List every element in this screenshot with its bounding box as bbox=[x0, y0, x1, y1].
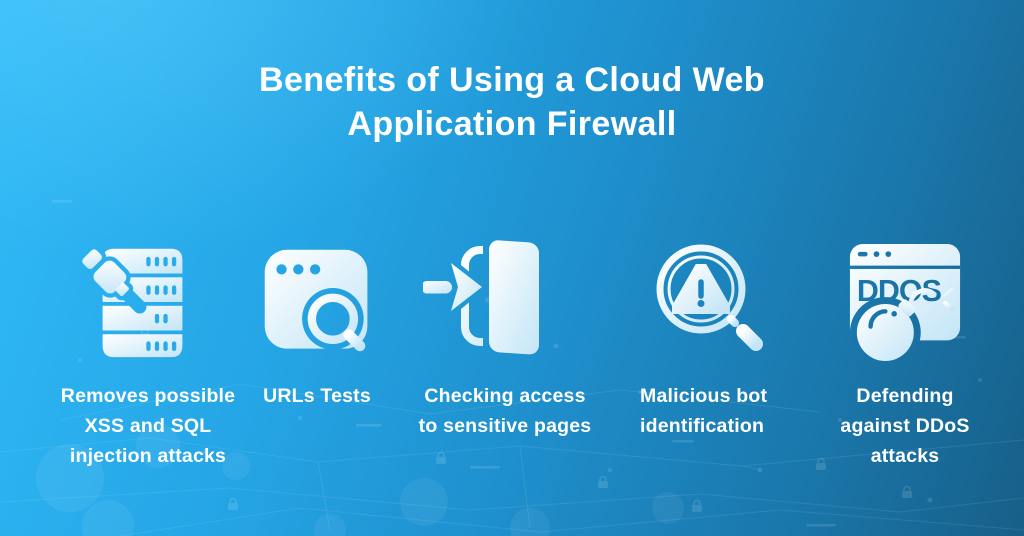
bot-warning-magnifier-icon bbox=[656, 244, 763, 351]
benefit-label: URLs Tests bbox=[244, 381, 390, 411]
benefit-label-line: attacks bbox=[870, 445, 940, 467]
page-title-line1: Benefits of Using a Cloud Web bbox=[259, 61, 765, 99]
magnifier-handle-shape bbox=[727, 315, 763, 351]
benefit-label: Checking access to sensitive pages bbox=[407, 381, 603, 441]
warning-triangle-shape bbox=[670, 261, 732, 317]
benefit-item-urls-tests: URLs Tests bbox=[244, 236, 390, 411]
benefit-item-xss-sql: Removes possible XSS and SQL injection a… bbox=[36, 236, 260, 471]
benefit-label-line: URLs Tests bbox=[263, 385, 371, 407]
benefit-label: Malicious bot identification bbox=[633, 381, 787, 441]
benefit-icon-box bbox=[244, 236, 390, 368]
benefit-label-line: identification bbox=[640, 415, 765, 437]
benefit-label: Removes possible XSS and SQL injection a… bbox=[36, 381, 260, 471]
url-search-browser-icon bbox=[264, 249, 368, 352]
benefit-icon-box bbox=[633, 236, 787, 368]
sql-injection-server-icon bbox=[82, 248, 183, 358]
benefit-label-line: Defending bbox=[856, 385, 954, 407]
benefit-label-line: to sensitive pages bbox=[418, 415, 592, 437]
benefit-label-line: Removes possible bbox=[60, 385, 236, 407]
bomb-spark-shape bbox=[943, 287, 955, 312]
benefit-label-line: XSS and SQL bbox=[84, 415, 212, 437]
syringe-shape bbox=[82, 249, 143, 310]
bomb-shape bbox=[856, 287, 955, 361]
benefit-item-ddos: DDOS bbox=[830, 236, 980, 471]
benefit-icon-box bbox=[36, 236, 260, 368]
benefit-label: Defending against DDoS attacks bbox=[830, 381, 980, 471]
magnifier-shape bbox=[307, 293, 366, 352]
benefit-item-malicious-bot: Malicious bot identification bbox=[633, 236, 787, 441]
benefit-label-line: injection attacks bbox=[69, 445, 227, 467]
page-title: Benefits of Using a Cloud Web Applicatio… bbox=[0, 58, 1024, 146]
door-access-icon bbox=[423, 240, 539, 355]
magnifier-lens-shape bbox=[656, 244, 746, 334]
page-title-line2: Application Firewall bbox=[347, 105, 677, 143]
ddos-bomb-browser-icon: DDOS bbox=[849, 243, 961, 361]
benefit-label-line: Malicious bot bbox=[640, 385, 768, 407]
browser-window-shape bbox=[264, 249, 368, 349]
benefit-icon-box: DDOS bbox=[830, 236, 980, 368]
benefit-icon-box bbox=[407, 236, 603, 368]
enter-arrow-shape bbox=[423, 263, 482, 311]
benefit-label-line: Checking access bbox=[424, 385, 586, 407]
door-panel-shape bbox=[489, 240, 539, 355]
benefit-label-line: against DDoS bbox=[840, 415, 970, 437]
benefit-item-sensitive-pages: Checking access to sensitive pages bbox=[407, 236, 603, 441]
